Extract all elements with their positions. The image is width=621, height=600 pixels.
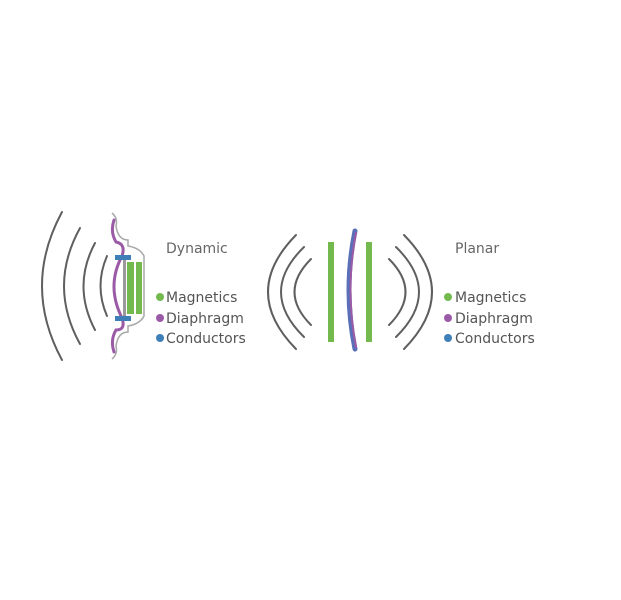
planar-legend-diaphragm: Diaphragm bbox=[455, 311, 533, 327]
dynamic-driver-illustration bbox=[41, 211, 145, 361]
diaphragm-dot-icon bbox=[156, 314, 164, 322]
dynamic-voice-coil bbox=[123, 260, 126, 316]
planar-magnet-left bbox=[328, 242, 334, 342]
dynamic-legend-conductors: Conductors bbox=[166, 331, 246, 347]
dynamic-legend: Magnetics Diaphragm Conductors bbox=[156, 290, 246, 347]
planar-legend: Magnetics Diaphragm Conductors bbox=[444, 290, 535, 347]
dynamic-conductor-top bbox=[115, 255, 131, 260]
planar-driver-illustration bbox=[267, 228, 433, 352]
planar-magnet-right bbox=[366, 242, 372, 342]
magnetics-dot-icon bbox=[444, 293, 452, 301]
planar-legend-magnetics: Magnetics bbox=[455, 290, 526, 306]
dynamic-magnet-1 bbox=[127, 262, 134, 314]
planar-legend-conductors: Conductors bbox=[455, 331, 535, 347]
planar-diaphragm bbox=[349, 232, 357, 348]
dynamic-magnet-2 bbox=[136, 262, 142, 314]
dynamic-diaphragm bbox=[110, 218, 125, 354]
dynamic-legend-magnetics: Magnetics bbox=[166, 290, 237, 306]
dynamic-legend-diaphragm: Diaphragm bbox=[166, 311, 244, 327]
diaphragm-dot-icon bbox=[444, 314, 452, 322]
dynamic-conductor-bottom bbox=[115, 316, 131, 321]
magnetics-dot-icon bbox=[156, 293, 164, 301]
conductors-dot-icon bbox=[444, 334, 452, 342]
planar-title: Planar bbox=[455, 241, 499, 257]
planar-sound-waves-left bbox=[267, 234, 312, 350]
planar-sound-waves-right bbox=[388, 234, 433, 350]
conductors-dot-icon bbox=[156, 334, 164, 342]
dynamic-title: Dynamic bbox=[166, 241, 228, 257]
planar-diaphragm-conductors bbox=[346, 228, 358, 352]
dynamic-housing bbox=[111, 212, 145, 360]
dynamic-sound-waves bbox=[41, 211, 108, 361]
